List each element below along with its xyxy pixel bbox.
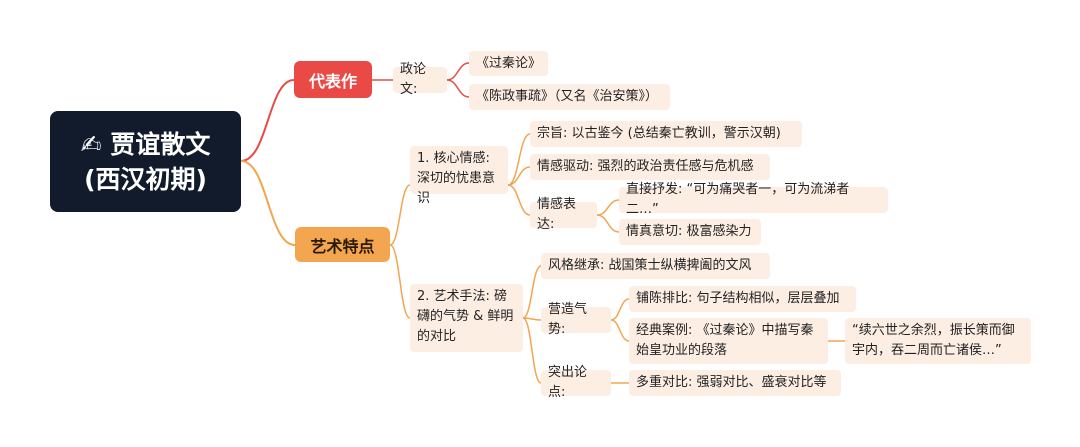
- node-label: 2. 艺术手法: 磅礴的气势 & 鲜明的对比: [417, 289, 514, 344]
- node-highlight-argument[interactable]: 突出论点:: [541, 365, 611, 400]
- node-political-essays[interactable]: 政论文:: [393, 62, 447, 97]
- node-artistic-technique[interactable]: 2. 艺术手法: 磅礴的气势 & 鲜明的对比: [410, 284, 523, 352]
- node-label: 宗旨: 以古鉴今 (总结秦亡教训，警示汉朝): [537, 126, 781, 141]
- node-label: 营造气势:: [548, 302, 588, 337]
- root-node[interactable]: ✍ 贾谊散文 (西汉初期): [50, 111, 241, 212]
- node-label: “续六世之余烈，振长策而御宇内，吞二周而亡诸侯…”: [852, 323, 1015, 358]
- node-label: 《陈政事疏》（又名《治安策》）: [476, 89, 659, 104]
- branch-label: 艺术特点: [310, 236, 375, 256]
- node-direct-expression[interactable]: 直接抒发: “可为痛哭者一，可为流涕者二…”: [619, 182, 888, 217]
- root-title: 贾谊散文: [110, 129, 211, 159]
- node-label: 铺陈排比: 句子结构相似，层层叠加: [636, 291, 840, 306]
- node-label: 风格继承: 战国策士纵横捭阖的文风: [548, 258, 752, 273]
- branch-representative-works[interactable]: 代表作: [294, 61, 372, 98]
- node-label: 多重对比: 强弱对比、盛衰对比等: [636, 375, 827, 390]
- node-label: 经典案例: 《过秦论》中描写秦始皇功业的段落: [636, 323, 814, 358]
- branch-artistic-features[interactable]: 艺术特点: [295, 227, 390, 262]
- node-core-emotion[interactable]: 1. 核心情感: 深切的忧患意识: [410, 146, 508, 206]
- node-style-inheritance[interactable]: 风格继承: 战国策士纵横捭阖的文风: [541, 253, 770, 279]
- node-emotional-expression[interactable]: 情感表达:: [530, 197, 597, 232]
- node-parallelism[interactable]: 铺陈排比: 句子结构相似，层层叠加: [629, 286, 856, 312]
- node-build-momentum[interactable]: 营造气势:: [541, 302, 611, 337]
- node-label: 1. 核心情感: 深切的忧患意识: [417, 151, 496, 206]
- node-purpose[interactable]: 宗旨: 以古鉴今 (总结秦亡教训，警示汉朝): [530, 121, 802, 147]
- node-quote[interactable]: “续六世之余烈，振长策而御宇内，吞二周而亡诸侯…”: [845, 318, 1031, 364]
- branch-label: 代表作: [308, 71, 357, 91]
- node-label: 《过秦论》: [476, 55, 542, 71]
- node-label: 情感表达:: [537, 197, 577, 232]
- node-classic-example[interactable]: 经典案例: 《过秦论》中描写秦始皇功业的段落: [629, 318, 828, 364]
- node-label: 突出论点:: [548, 365, 588, 400]
- node-label: 直接抒发: “可为痛哭者一，可为流涕者二…”: [626, 182, 850, 217]
- node-sincere-feelings[interactable]: 情真意切: 极富感染力: [619, 219, 761, 245]
- writing-hand-icon: ✍: [80, 129, 102, 159]
- root-title-line: ✍ 贾谊散文: [81, 127, 211, 162]
- node-multiple-contrasts[interactable]: 多重对比: 强弱对比、盛衰对比等: [629, 370, 841, 396]
- node-guo-qin-lun[interactable]: 《过秦论》: [469, 51, 548, 76]
- node-emotional-driver[interactable]: 情感驱动: 强烈的政治责任感与危机感: [530, 154, 770, 180]
- node-label: 政论文:: [400, 62, 427, 97]
- root-subtitle: (西汉初期): [84, 164, 207, 194]
- node-chen-zheng-shi-shu[interactable]: 《陈政事疏》（又名《治安策》）: [469, 84, 670, 110]
- node-label: 情真意切: 极富感染力: [626, 224, 752, 239]
- node-label: 情感驱动: 强烈的政治责任感与危机感: [537, 159, 754, 174]
